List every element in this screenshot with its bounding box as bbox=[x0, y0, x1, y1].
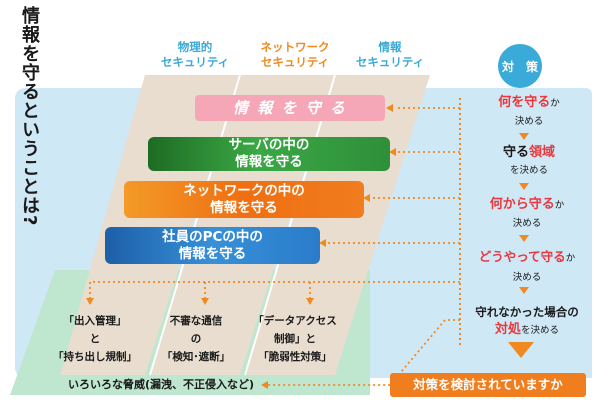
server-bar: サーバの中の 情報を守る bbox=[148, 137, 390, 171]
measures-header-circle bbox=[498, 44, 542, 88]
measure-step-1: 何を守るか 決める bbox=[498, 95, 560, 127]
measures-header: 対 策 bbox=[501, 60, 538, 74]
network-bar: ネットワークの中の 情報を守る bbox=[124, 181, 364, 218]
threat-network: 不審な通信 の 「検知･遮断」 bbox=[161, 315, 231, 363]
measure-step-4: どうやって守るか 決める bbox=[478, 249, 576, 283]
column-header-info: 情報 セキュリティ bbox=[355, 40, 425, 69]
measure-step-3: 何から守るか 決める bbox=[489, 197, 565, 229]
measure-step-5: 守れなかった場合の 対処を決める bbox=[475, 305, 579, 337]
threat-physical: 「出入管理」 と 「持ち出し規制」 bbox=[53, 315, 137, 363]
step-arrow-4 bbox=[519, 287, 529, 294]
column-header-physical: 物理的 セキュリティ bbox=[160, 40, 230, 69]
measure-step-2: 守る領域 を決める bbox=[502, 145, 556, 176]
step-arrow-1 bbox=[519, 133, 529, 140]
page-title: 情報を守るということは? bbox=[19, 6, 40, 227]
threats-label: いろいろな脅威(漏洩、不正侵入など) bbox=[68, 378, 255, 391]
big-down-arrow bbox=[508, 342, 534, 358]
column-header-network: ネットワーク セキュリティ bbox=[260, 40, 330, 69]
measures-question-banner: 対策を検討されていますか bbox=[390, 373, 586, 397]
step-arrow-3 bbox=[519, 235, 529, 242]
measures-panel bbox=[436, 88, 592, 378]
step-arrow-2 bbox=[519, 183, 529, 190]
protect-info-bar: 情 報 を 守 る bbox=[195, 95, 385, 121]
threat-info: 「データアクセス 制御」と 「脆弱性対策」 bbox=[253, 315, 337, 363]
pc-bar: 社員のPCの中の 情報を守る bbox=[105, 227, 320, 264]
